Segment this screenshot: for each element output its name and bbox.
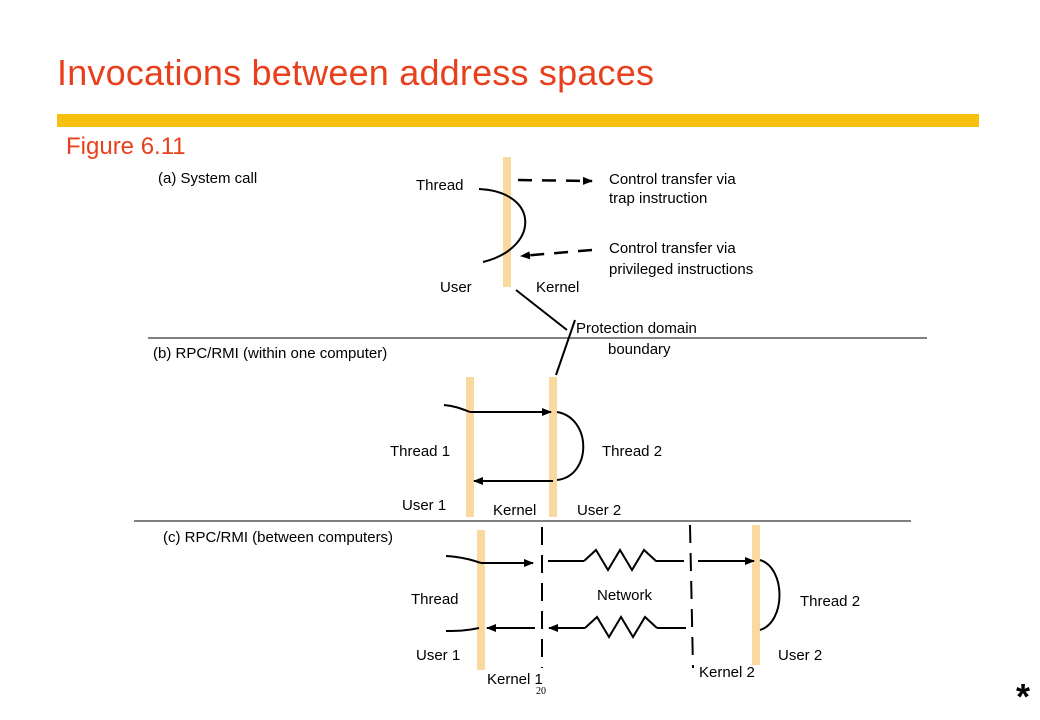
section-c-kernel1-label: Kernel 1 <box>487 671 543 688</box>
section-c-network-label: Network <box>597 587 653 604</box>
section-c-heading: (c) RPC/RMI (between computers) <box>163 529 393 546</box>
section-a-thread-label: Thread <box>416 177 464 194</box>
section-a-trap-arrow <box>517 176 593 185</box>
section-c-thread-out <box>445 627 480 632</box>
boundary-pointer-b <box>555 319 576 376</box>
slide-title: Invocations between address spaces <box>57 52 655 93</box>
section-a-kernel-label: Kernel <box>536 279 579 296</box>
section-a-user-label: User <box>440 279 472 296</box>
section-c-user1-label: User 1 <box>416 647 460 664</box>
section-c-thread2-arc <box>759 559 781 631</box>
section-a-privileged-arrow <box>520 248 593 260</box>
boundary-label-2: boundary <box>608 341 671 358</box>
section-b-kernel-bar <box>549 377 557 517</box>
title-underline-bar <box>57 114 979 127</box>
section-b-user2-label: User 2 <box>577 502 621 519</box>
section-b-user1-label: User 1 <box>402 497 446 514</box>
boundary-pointer-a <box>515 289 568 331</box>
section-c-kernel2-label: Kernel 2 <box>699 664 755 681</box>
section-c-thread-label: Thread <box>411 591 459 608</box>
section-c-kernel2-boundary <box>689 524 694 669</box>
section-a-heading: (a) System call <box>158 170 257 187</box>
section-c-user2-bar <box>752 525 760 665</box>
section-a-boundary-bar <box>503 157 511 287</box>
section-c-network-reply <box>584 615 658 639</box>
section-a-thread-arc <box>478 188 527 263</box>
section-a-trap-text-1: Control transfer via <box>609 171 736 188</box>
boundary-label-1: Protection domain <box>576 320 697 337</box>
section-a-priv-text-1: Control transfer via <box>609 240 736 257</box>
section-a-trap-text-2: trap instruction <box>609 190 707 207</box>
section-c-user1-bar <box>477 530 485 670</box>
section-b-kernel-label: Kernel <box>493 502 536 519</box>
section-b-thread1-label: Thread 1 <box>390 443 450 460</box>
section-b-heading: (b) RPC/RMI (within one computer) <box>153 345 387 362</box>
section-b-thread2-arc <box>556 411 585 481</box>
section-b-thread1-in <box>443 404 471 413</box>
section-c-thread-in <box>445 555 482 564</box>
section-b-thread2-label: Thread 2 <box>602 443 662 460</box>
page-number: 20 <box>536 686 546 697</box>
figure-label: Figure 6.11 <box>66 133 186 160</box>
section-c-thread2-label: Thread 2 <box>800 593 860 610</box>
section-c-user2-label: User 2 <box>778 647 822 664</box>
section-c-network-request <box>583 548 684 572</box>
section-b-user1-bar <box>466 377 474 517</box>
section-a-priv-text-2: privileged instructions <box>609 261 753 278</box>
star-mark: * <box>1016 676 1031 717</box>
